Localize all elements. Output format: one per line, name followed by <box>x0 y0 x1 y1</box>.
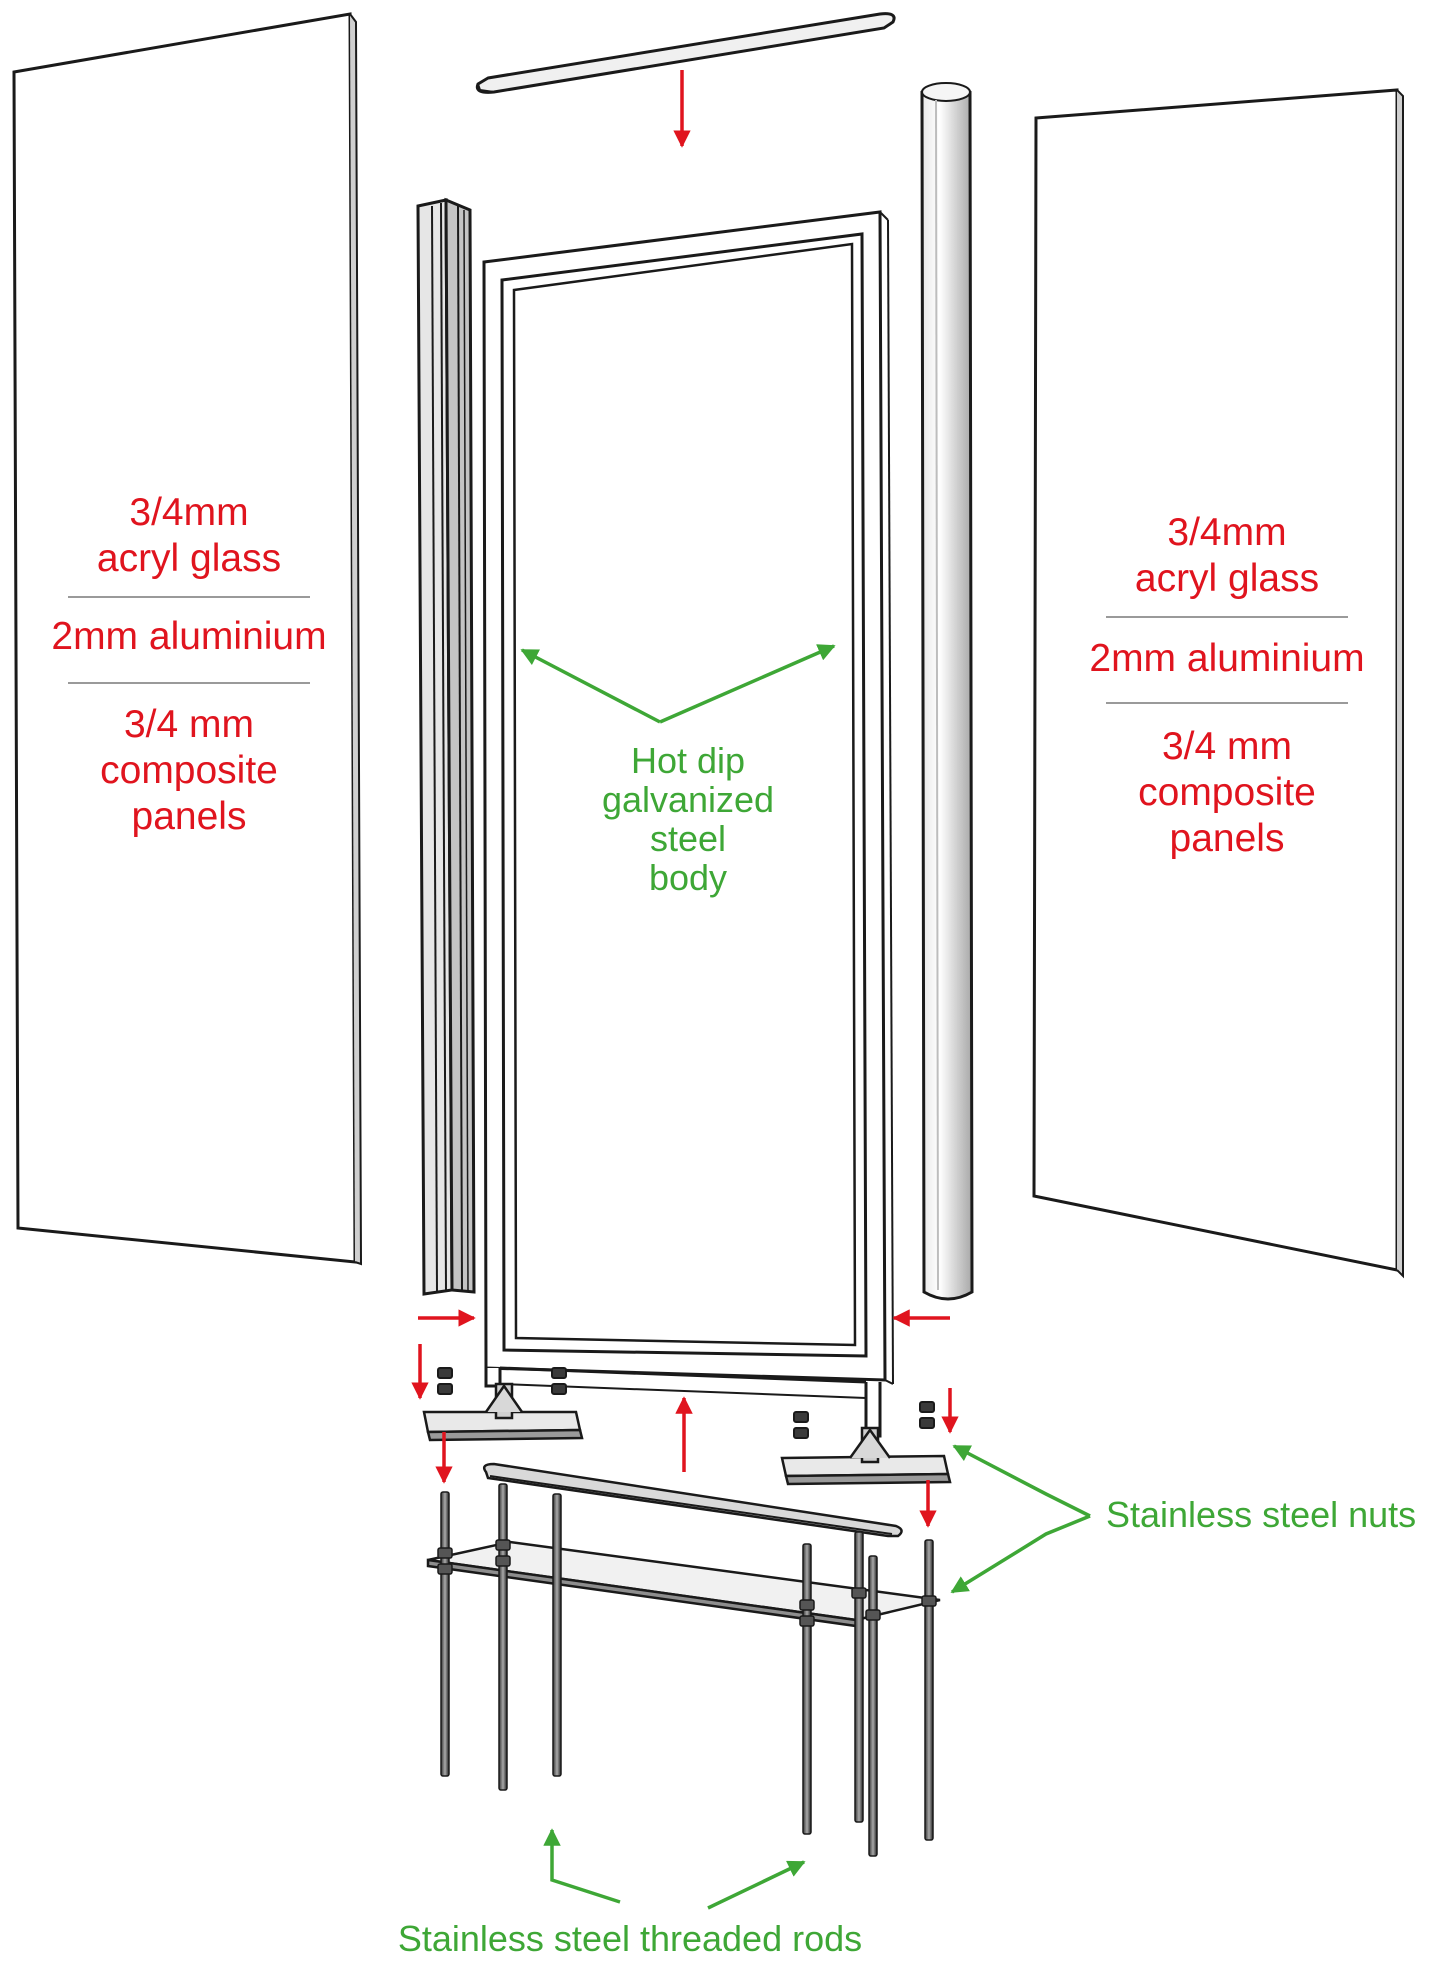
right-composite-labels: 3/4 mm composite panels <box>1064 724 1390 862</box>
loose-nuts <box>437 1367 935 1439</box>
left-composite-labels: 3/4 mm composite panels <box>26 702 352 840</box>
callout-rods-left <box>543 1828 621 1904</box>
callout-body-right <box>659 644 836 724</box>
right-divider-1 <box>1106 616 1348 618</box>
rod-nuts <box>437 1539 937 1627</box>
callout-rods-right <box>707 1860 806 1910</box>
right-foot-plate <box>780 1426 952 1486</box>
left-acryl-thickness: 3/4mm <box>129 491 249 534</box>
body-callout-line1: Hot dip <box>630 740 746 781</box>
rods-callout-label: Stainless steel threaded rods <box>397 1918 863 1959</box>
right-composite-type: panels <box>1169 817 1285 861</box>
left-foot-plate <box>422 1382 584 1442</box>
callout-nuts-upper <box>952 1444 1091 1518</box>
left-divider-2 <box>68 682 310 684</box>
right-divider-2 <box>1106 702 1348 704</box>
right-composite-thickness: 3/4 mm <box>1161 725 1293 768</box>
right-composite-material: composite <box>1138 771 1316 815</box>
left-panel-sheet <box>12 12 363 1266</box>
left-divider-1 <box>68 596 310 598</box>
right-aluminium-label: 2mm aluminium <box>1089 637 1365 680</box>
threaded-rods <box>440 1483 934 1857</box>
left-panel-labels: 3/4mm acryl glass <box>26 490 352 582</box>
left-composite-thickness: 3/4 mm <box>123 703 255 746</box>
right-panel-sheet <box>1032 88 1404 1279</box>
steel-frame-body <box>482 210 894 1438</box>
left-acryl-material: acryl glass <box>96 537 282 581</box>
right-acryl-thickness: 3/4mm <box>1167 511 1287 554</box>
body-callout-line4: body <box>648 856 728 898</box>
right-tube-post <box>920 82 974 1301</box>
callout-arrows <box>520 644 1091 1910</box>
left-composite-material: composite <box>100 749 278 793</box>
left-channel-post <box>416 197 476 1296</box>
assembly-arrows <box>411 70 959 1528</box>
nuts-callout-label: Stainless steel nuts <box>1106 1494 1417 1535</box>
body-callout-line2: galvanized <box>601 778 775 820</box>
callout-body-left <box>520 648 661 724</box>
left-aluminium-label: 2mm aluminium <box>51 615 327 658</box>
body-callout-label: Hot dip galvanized steel body <box>560 740 816 898</box>
top-cap-bar <box>475 12 896 94</box>
lower-cross-bar <box>483 1462 903 1538</box>
left-composite-type: panels <box>131 795 247 839</box>
right-acryl-material: acryl glass <box>1134 557 1320 601</box>
callout-nuts-lower <box>950 1514 1091 1594</box>
body-callout-line3: steel <box>649 817 727 859</box>
right-panel-labels: 3/4mm acryl glass <box>1064 510 1390 602</box>
